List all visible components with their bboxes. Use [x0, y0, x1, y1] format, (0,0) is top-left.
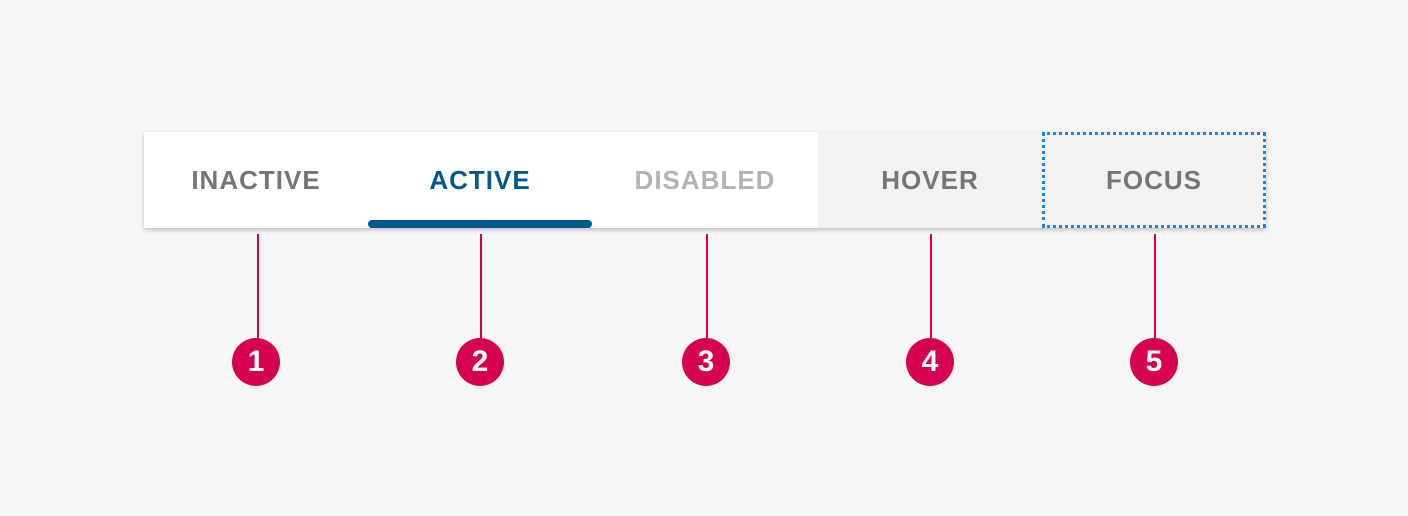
callout-leader-line-4 [930, 234, 932, 338]
callout-leader-line-1 [257, 234, 259, 338]
tab-hover-label: HOVER [881, 164, 979, 195]
tab-disabled: DISABLED [592, 132, 818, 228]
tab-active-label: ACTIVE [429, 164, 531, 195]
tab-focus[interactable]: FOCUS [1042, 132, 1266, 228]
callout-marker-4: 4 [906, 338, 954, 386]
callout-leader-line-3 [706, 234, 708, 338]
callout-leader-line-5 [1154, 234, 1156, 338]
callout-leader-line-2 [480, 234, 482, 338]
tab-hover[interactable]: HOVER [818, 132, 1042, 228]
tab-inactive-label: INACTIVE [191, 164, 321, 195]
callout-marker-2: 2 [456, 338, 504, 386]
tab-bar: INACTIVE ACTIVE DISABLED HOVER FOCUS [144, 132, 1266, 228]
active-tab-indicator [368, 220, 592, 228]
tab-inactive[interactable]: INACTIVE [144, 132, 368, 228]
callout-marker-3: 3 [682, 338, 730, 386]
callout-marker-5: 5 [1130, 338, 1178, 386]
tab-disabled-label: DISABLED [634, 164, 776, 195]
tab-focus-label: FOCUS [1106, 164, 1202, 195]
tab-active[interactable]: ACTIVE [368, 132, 592, 228]
callout-marker-1: 1 [232, 338, 280, 386]
